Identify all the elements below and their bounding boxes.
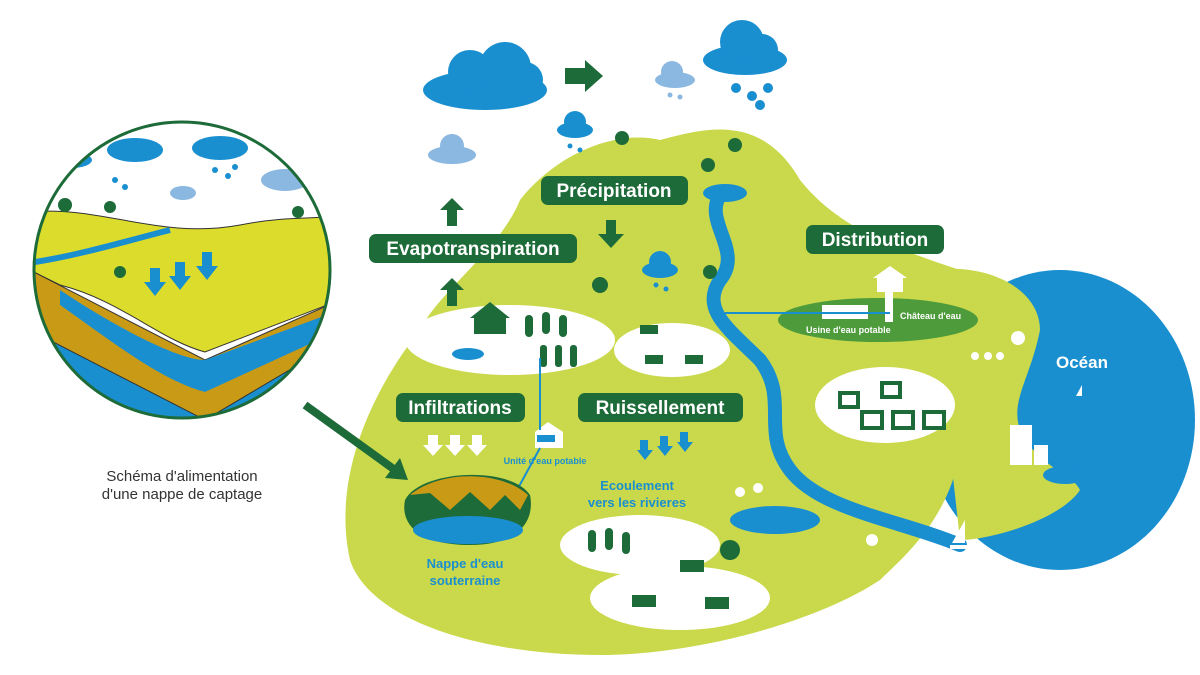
ruissellement-badge <box>578 393 743 422</box>
pond <box>1043 466 1087 484</box>
cow-icon <box>632 325 729 609</box>
groundwater-label-2: souterraine <box>430 573 501 588</box>
aquifer-cross-section <box>34 122 330 418</box>
evapotranspiration-label: Evapotranspiration <box>386 239 559 260</box>
arrow-right-icon <box>565 60 603 92</box>
distribution-badge <box>806 225 944 254</box>
ruissellement-label: Ruissellement <box>596 398 725 419</box>
distribution-label: Distribution <box>822 230 929 251</box>
crop-icon <box>525 312 577 367</box>
runoff-flow-label-1: Ecoulement <box>600 478 674 493</box>
caption-line-1: Schéma d'alimentation <box>106 468 257 485</box>
precipitation-label: Précipitation <box>556 181 671 202</box>
farm-field <box>405 305 615 375</box>
potable-water-unit-label: Unité d'eau potable <box>504 456 587 466</box>
arrow-down-icon <box>598 220 624 248</box>
buildings-icon <box>1010 425 1048 465</box>
groundwater-label-1: Nappe d'eau <box>427 556 504 571</box>
aquifer-water <box>413 516 523 544</box>
water-tower-label: Château d'eau <box>900 311 961 321</box>
ocean-label: Océan <box>1056 353 1108 372</box>
sailboat-icon <box>950 385 1082 549</box>
zoom-connector <box>302 401 398 474</box>
arrow-up-icon <box>440 198 464 306</box>
pasture-field <box>614 323 730 377</box>
lake <box>703 184 747 202</box>
runoff-flow-label-2: vers les rivieres <box>588 495 686 510</box>
precipitation-badge <box>541 176 688 205</box>
cloud-icon <box>423 42 547 110</box>
magnifier-circle <box>32 120 332 420</box>
rain-cloud-icon <box>642 251 678 292</box>
infiltration-arrows <box>423 435 487 456</box>
rain-cloud-icon <box>703 20 787 110</box>
infiltrations-label: Infiltrations <box>408 398 511 419</box>
river <box>706 185 967 552</box>
evapotranspiration-badge <box>369 234 577 263</box>
caption-line-2: d'une nappe de captage <box>102 486 263 503</box>
cave-rock <box>410 476 528 510</box>
zoom-arrowhead <box>385 458 408 480</box>
cattle-field <box>590 566 770 630</box>
pond <box>730 506 820 534</box>
people-icon <box>735 331 1025 546</box>
village-field <box>815 367 955 443</box>
runoff-arrows <box>637 432 693 460</box>
water-tower-icon <box>873 266 907 322</box>
potable-water-unit-icon <box>535 422 563 448</box>
infiltrations-badge <box>396 393 525 422</box>
cloud-icon <box>428 134 476 164</box>
rain-cloud-icon <box>655 61 695 100</box>
house-icon <box>470 302 510 334</box>
field-pond <box>452 348 484 360</box>
tree-icon <box>592 131 742 560</box>
crop-icon <box>588 528 630 554</box>
water-plant-label: Usine d'eau potable <box>806 325 891 335</box>
houses-icon <box>838 381 946 430</box>
rain-cloud-icon <box>557 111 593 153</box>
